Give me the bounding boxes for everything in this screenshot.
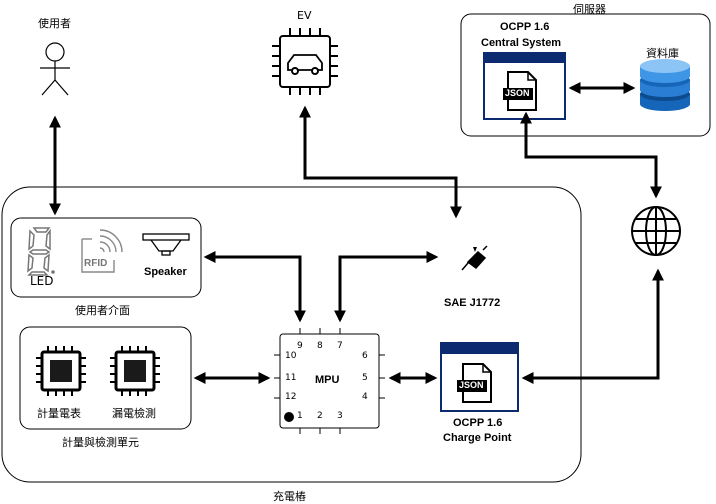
- person-icon: [40, 42, 70, 96]
- pin-4: 4: [362, 392, 368, 402]
- charger-label: 充電樁: [273, 490, 306, 503]
- metering-unit-label: 計量與檢測單元: [62, 436, 139, 449]
- pin-10: 10: [285, 351, 297, 361]
- mpu-chip: [274, 328, 385, 434]
- globe-icon: [631, 206, 681, 256]
- pin-11: 11: [285, 373, 297, 383]
- user-interface-label: 使用者介面: [75, 304, 130, 317]
- ui-mpu-connector: [203, 251, 306, 323]
- ev-chip-icon: [272, 28, 338, 95]
- pin-6: 6: [362, 351, 368, 361]
- pin-5: 5: [362, 373, 368, 383]
- database-label: 資料庫: [646, 47, 679, 60]
- seven-segment-icon: [27, 227, 55, 276]
- pin-9: 9: [297, 341, 303, 351]
- speaker-icon: [142, 233, 190, 256]
- json-central-text: JSON: [505, 88, 530, 98]
- pin-7: 7: [337, 341, 343, 351]
- user-label: 使用者: [38, 17, 71, 30]
- database-icon: [640, 59, 690, 111]
- sae-mpu-connector: [334, 251, 439, 323]
- pin-2: 2: [317, 411, 323, 421]
- charge-point-title-line1: OCPP 1.6: [453, 417, 503, 429]
- user-interface-box: [10, 217, 202, 298]
- rfid-label: RFID: [84, 258, 108, 269]
- json-file-icon: [503, 71, 537, 111]
- json-file-icon: [457, 363, 492, 403]
- pin-1: 1: [297, 411, 303, 421]
- central-system-title-line2: Central System: [481, 37, 562, 49]
- speaker-label: Speaker: [144, 266, 187, 278]
- cp-globe-connector: [521, 268, 664, 384]
- pin-3: 3: [337, 411, 343, 421]
- json-cp-text: JSON: [459, 380, 484, 390]
- charge-point-title-line2: Charge Point: [443, 432, 512, 444]
- chip-icon: [36, 346, 86, 396]
- rfid-icon: [81, 229, 123, 273]
- led-label: LED: [30, 274, 54, 288]
- pin-8: 8: [317, 341, 323, 351]
- ev-label: EV: [297, 9, 312, 22]
- ev-sae-connector: [299, 105, 462, 219]
- globe-central-connector: [520, 111, 662, 199]
- leakage-label: 漏電檢測: [112, 407, 156, 420]
- server-label: 伺服器: [573, 3, 606, 16]
- mpu-label: MPU: [315, 374, 340, 386]
- charging-plug-icon: [459, 243, 489, 272]
- central-system-title-line1: OCPP 1.6: [500, 21, 550, 33]
- chip-icon: [110, 346, 160, 396]
- meter-label: 計量電表: [37, 407, 81, 420]
- sae-label: SAE J1772: [444, 297, 501, 309]
- pin-12: 12: [285, 392, 297, 402]
